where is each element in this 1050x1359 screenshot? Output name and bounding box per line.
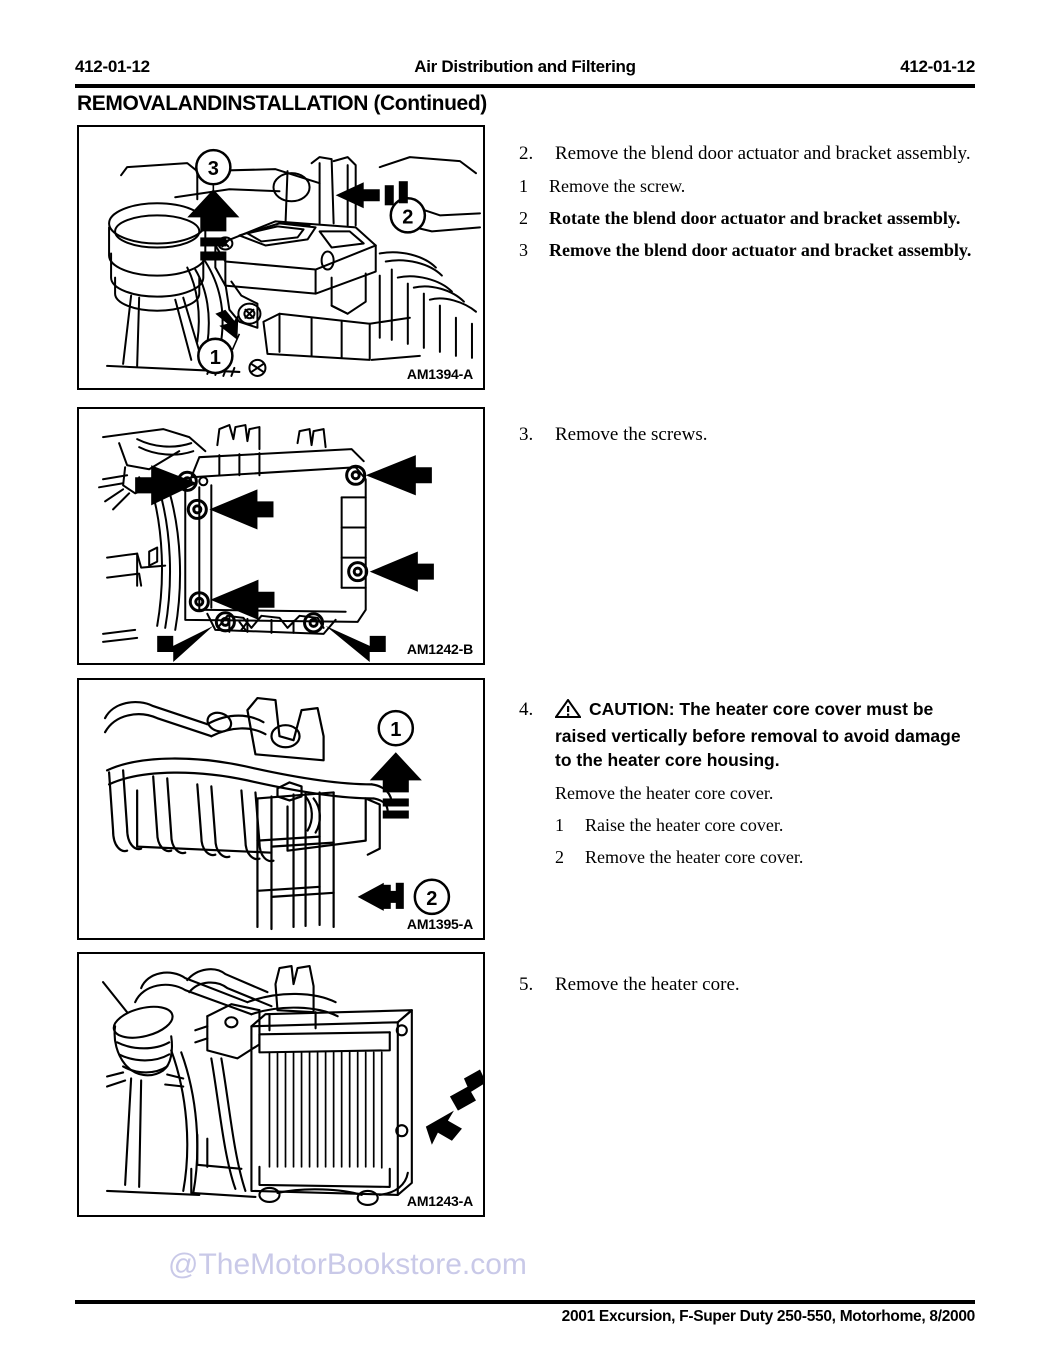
- callout-2: 2: [335, 181, 427, 234]
- footer-divider: [75, 1300, 975, 1304]
- step-4-substep-2: 2 Remove the heater core cover.: [555, 845, 975, 869]
- svg-text:2: 2: [402, 206, 413, 228]
- step-4: 4. CAUTION: The heater core cover must b…: [519, 697, 975, 869]
- figure-3-illustration: 1 2: [103, 696, 451, 931]
- header-divider: [75, 84, 975, 88]
- svg-text:3: 3: [208, 158, 219, 180]
- step-3: 3. Remove the screws.: [519, 422, 975, 447]
- figure-3-label: AM1395-A: [406, 916, 473, 932]
- figure-1-illustration: 3 2 1: [106, 148, 481, 377]
- header-left-code: 412-01-12: [75, 57, 150, 76]
- callout-1: 1: [197, 309, 241, 375]
- step-5-text: Remove the heater core.: [555, 974, 740, 995]
- substep-text: Remove the blend door actuator and brack…: [549, 240, 972, 260]
- step-2-substep-3: 3 Remove the blend door actuator and bra…: [519, 238, 975, 262]
- figure-heater-core-housing-screws: AM1242-B: [77, 407, 485, 665]
- warning-triangle-icon: [554, 698, 582, 724]
- step-3-text: Remove the screws.: [555, 424, 708, 445]
- figure-4-label: AM1243-A: [406, 1193, 473, 1209]
- svg-text:2: 2: [426, 888, 437, 910]
- substep-text: Remove the screw.: [549, 176, 686, 196]
- callout-2: 2: [357, 878, 451, 916]
- substep-number: 1: [555, 815, 564, 835]
- svg-text:1: 1: [210, 347, 221, 369]
- step-4-substep-1: 1 Raise the heater core cover.: [555, 813, 975, 837]
- step-2: 2. Remove the blend door actuator and br…: [519, 141, 975, 262]
- substep-text: Raise the heater core cover.: [585, 815, 784, 835]
- substep-text: Rotate the blend door actuator and brack…: [549, 208, 961, 228]
- figure-heater-core-cover: 1 2 AM1395-A: [77, 678, 485, 940]
- svg-text:1: 1: [390, 719, 401, 741]
- step-5: 5. Remove the heater core.: [519, 972, 975, 997]
- substep-number: 3: [519, 240, 528, 260]
- page-header: 412-01-12 Air Distribution and Filtering…: [75, 52, 975, 82]
- step-2-number: 2.: [519, 143, 534, 164]
- header-right-code: 412-01-12: [900, 57, 975, 76]
- figure-heater-core: AM1243-A: [77, 952, 485, 1217]
- figure-blend-door-actuator: 3 2 1: [77, 125, 485, 390]
- watermark: @TheMotorBookstore.com: [168, 1248, 527, 1281]
- caution-text: CAUTION: The heater core cover must be r…: [555, 699, 961, 770]
- figure-column: 3 2 1: [77, 125, 485, 1217]
- footer-text: 2001 Excursion, F-Super Duty 250-550, Mo…: [561, 1308, 976, 1325]
- callout-3: 3: [187, 148, 240, 261]
- step-3-number: 3.: [519, 424, 534, 445]
- substep-number: 2: [519, 208, 528, 228]
- step-5-number: 5.: [519, 974, 534, 995]
- step-2-substep-2: 2 Rotate the blend door actuator and bra…: [519, 206, 975, 230]
- screw-arrows: [135, 455, 434, 662]
- callout-1: 1: [369, 709, 422, 819]
- caution-block: CAUTION: The heater core cover must be r…: [554, 697, 975, 772]
- step-4-text: Remove the heater core cover.: [555, 783, 774, 803]
- instruction-column: 2. Remove the blend door actuator and br…: [519, 125, 975, 995]
- figure-1-label: AM1394-A: [406, 366, 473, 382]
- figure-2-label: AM1242-B: [406, 641, 473, 657]
- header-title: Air Distribution and Filtering: [414, 57, 636, 76]
- step-2-text: Remove the blend door actuator and brack…: [555, 143, 971, 164]
- section-title: REMOVALANDINSTALLATION (Continued): [77, 92, 487, 115]
- substep-number: 2: [555, 847, 564, 867]
- figure-4-illustration: [102, 964, 483, 1207]
- step-4-number: 4.: [519, 699, 534, 720]
- substep-number: 1: [519, 176, 528, 196]
- figure-2-illustration: [98, 424, 434, 662]
- substep-text: Remove the heater core cover.: [585, 847, 804, 867]
- step-2-substep-1: 1 Remove the screw.: [519, 174, 975, 198]
- removal-arrow: [425, 1069, 483, 1145]
